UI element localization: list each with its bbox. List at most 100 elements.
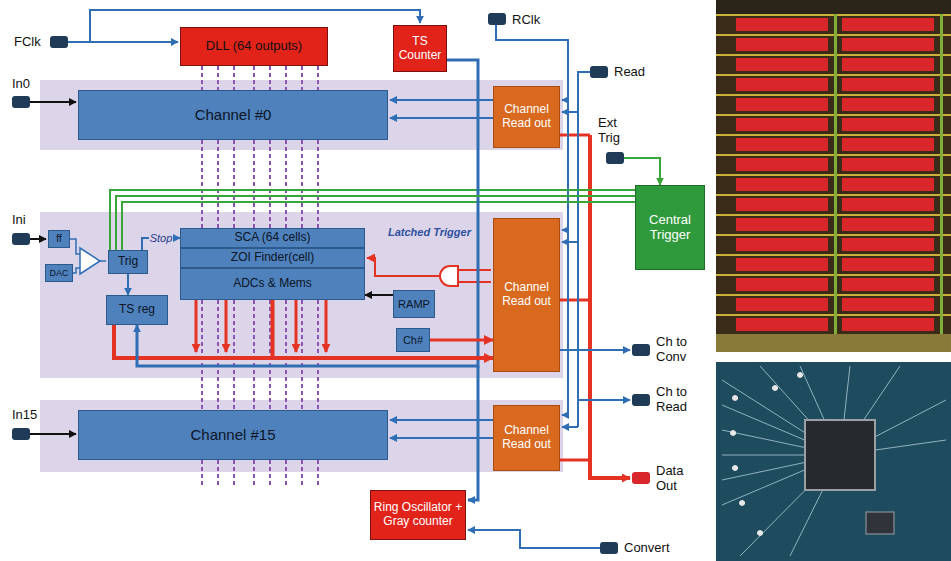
convert-wire [468,530,600,548]
filter-box: ff [48,230,70,248]
signal-pin-label: Ch to Conv [656,335,700,365]
box-text: Channel #0 [81,106,385,123]
signal-pin-label: Ext Trig [598,116,630,146]
input-wire [30,101,76,103]
connector [127,274,129,295]
box-text: DAC [48,268,70,278]
signal-note: Latched Trigger [388,226,471,239]
pin-icon [606,152,624,164]
conv-wire [560,349,630,351]
ring-oscillator-block: Ring Oscillator + Gray counter [370,490,466,540]
clock-pin-label: FClk [14,35,41,50]
ext-trigger-wire [624,158,660,185]
connector [365,294,393,296]
channel-number-box: Ch# [396,328,430,352]
data-out-bus [590,135,630,478]
board-photo [716,362,951,561]
ramp-box: RAMP [393,290,435,318]
box-text: RAMP [396,298,432,311]
pin-icon [12,233,30,245]
pin-icon [12,96,30,108]
data-bus [560,135,590,460]
pin-icon [632,394,650,406]
signal-pin-label: Data Out [656,464,696,494]
read-stub [562,111,578,113]
box-text: Channel Read out [496,103,557,131]
input-pin-label: In15 [12,408,37,423]
die-photo [716,14,951,334]
box-text: Channel Read out [496,281,557,309]
signal-pin-label: Read [614,65,645,80]
data-arrow [195,300,198,352]
pin-icon [590,66,608,78]
rclk-stub [562,99,568,101]
data-arrow [325,300,328,352]
dll-block: DLL (64 outputs) [180,27,328,66]
and-gate [440,266,458,286]
small-chip [866,512,894,534]
box-text: ff [51,233,67,245]
counter-block: TS Counter [393,25,447,72]
pin-icon [488,13,506,25]
timestamp-bus [468,366,478,500]
readout-block: Channel Read out [493,218,560,372]
connector [430,339,493,342]
zoi-box: ZOI Finder(cell) [180,248,365,268]
box-text: DLL (64 outputs) [183,39,325,54]
readout-block: Channel Read out [493,86,560,148]
box-text: Ch# [399,334,427,347]
dac-box: DAC [45,264,73,282]
die-photo [716,0,951,352]
box-text: Channel #15 [81,426,385,443]
channel-block: Channel #0 [78,90,388,140]
data-arrow [295,300,298,352]
read-wire [578,72,590,427]
clock-pin-label: RClk [512,13,540,28]
input-wire [30,238,46,240]
signal-pin-label: Ch to Read [656,385,700,415]
box-text: Channel Read out [496,424,557,452]
chip-package [805,420,875,490]
register-box: TS reg [106,295,168,325]
input-wire [30,433,76,435]
trigger-block: Central Trigger [635,185,705,270]
readout-block: Channel Read out [493,405,560,471]
board-pads [730,372,803,536]
gate-input-wire [458,270,491,282]
adc-box: ADCs & Mems [180,268,365,300]
box-text: Ring Oscillator + Gray counter [373,501,463,529]
rclk-stub [562,414,568,416]
pin-icon [632,344,650,356]
board-traces [722,366,946,556]
read-out-wire [578,399,630,401]
pin-icon [600,542,618,554]
read-stub [562,241,578,243]
connector [253,66,255,90]
box-text: ZOI Finder(cell) [183,251,362,265]
box-text: ADCs & Mems [183,277,362,291]
latched-trigger-wire [367,258,440,276]
box-text: TS Counter [396,35,444,63]
box-text: SCA (64 cells) [183,231,362,245]
box-text: TS reg [109,303,165,317]
channel-block: Channel #15 [78,410,388,460]
box-text: Trig [111,255,145,269]
signal-pin-label: Convert [624,541,670,556]
box-text: Central Trigger [638,213,702,243]
input-pin-label: In0 [12,77,30,92]
pin-icon [12,428,30,440]
channel-band [40,80,563,150]
pin-icon [50,36,68,48]
trig-box: Trig [108,250,148,274]
front-end-wire [70,239,106,273]
die-pads [716,334,951,352]
sca-box: SCA (64 cells) [180,228,365,248]
input-pin-label: Ini [12,213,26,228]
edge-label: Stop [149,232,174,245]
channel-band [40,212,563,378]
clock-wire [68,41,178,43]
comparator-symbol [80,248,100,274]
rclk-stub [562,229,568,231]
